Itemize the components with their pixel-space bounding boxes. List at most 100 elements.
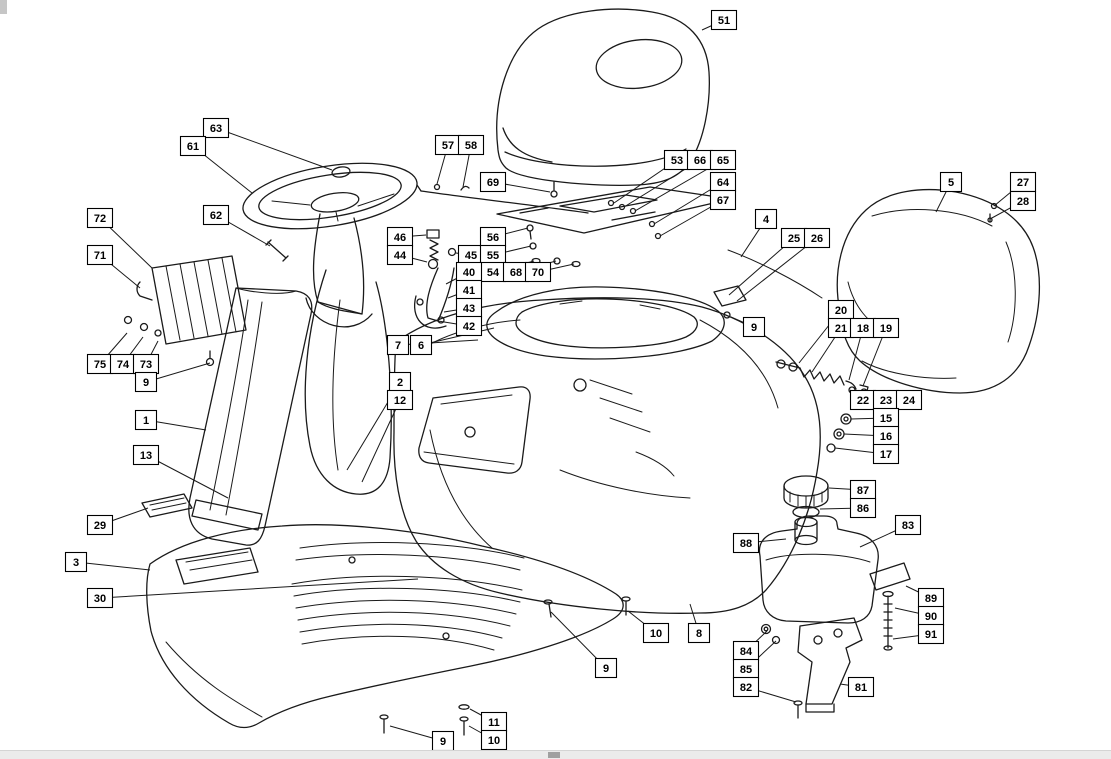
callout-29: 29 (86, 514, 114, 536)
callout-box-13 (132, 444, 160, 466)
callout-number-41: 41 (463, 285, 475, 297)
callout-number-69: 69 (487, 177, 499, 189)
part-pedal (141, 493, 193, 518)
callout-number-66: 66 (694, 155, 706, 167)
callout-40: 40 (455, 261, 483, 283)
callout-number-9: 9 (143, 377, 149, 389)
callout-box-26 (803, 227, 831, 249)
callout-number-61: 61 (187, 141, 199, 153)
callout-66: 66 (686, 149, 714, 171)
callout-number-88: 88 (740, 538, 752, 550)
callout-22: 22 (849, 389, 877, 411)
callout-box-71 (86, 244, 114, 266)
callout-9: 9 (594, 657, 618, 679)
callout-45: 45 (457, 244, 485, 266)
callout-number-44: 44 (394, 250, 407, 262)
callout-number-9: 9 (440, 736, 446, 748)
callout-62: 62 (202, 204, 230, 226)
part-console (304, 269, 392, 495)
part-fuel-tank (758, 515, 879, 624)
part-steering-column (305, 213, 373, 328)
callout-number-4: 4 (763, 214, 770, 226)
callout-number-91: 91 (925, 629, 937, 641)
callout-85: 85 (732, 658, 760, 680)
callout-box-9 (134, 371, 158, 393)
callout-number-5: 5 (948, 177, 954, 189)
callout-box-44 (386, 244, 414, 266)
callout-8: 8 (687, 622, 711, 644)
part-latch (713, 285, 747, 319)
callout-73: 73 (132, 353, 160, 375)
callout-number-43: 43 (463, 303, 475, 315)
callout-55: 55 (479, 244, 507, 266)
callout-box-10 (480, 729, 508, 751)
callout-2: 2 (388, 371, 412, 393)
callout-42: 42 (455, 315, 483, 337)
callout-number-28: 28 (1017, 196, 1029, 208)
callout-83: 83 (894, 514, 922, 536)
callout-box-6 (409, 334, 433, 356)
callout-41: 41 (455, 279, 483, 301)
callout-number-10: 10 (488, 735, 500, 747)
callout-box-30 (86, 587, 114, 609)
part-tank-bracket (797, 617, 863, 713)
callout-box-12 (386, 389, 414, 411)
callout-5: 5 (939, 171, 963, 193)
callout-6: 6 (409, 334, 433, 356)
callout-16: 16 (872, 425, 900, 447)
callout-7: 7 (386, 334, 410, 356)
callout-box-28 (1009, 190, 1037, 212)
callout-number-63: 63 (210, 123, 222, 135)
callout-number-64: 64 (717, 177, 730, 189)
callout-67: 67 (709, 189, 737, 211)
callout-number-17: 17 (880, 449, 892, 461)
callout-72: 72 (86, 207, 114, 229)
callout-box-65 (709, 149, 737, 171)
leader-line-30 (99, 578, 419, 599)
callout-box-7 (386, 334, 410, 356)
part-lever-assembly (414, 229, 457, 329)
callout-number-89: 89 (925, 593, 937, 605)
callout-51: 51 (710, 9, 738, 31)
callout-number-13: 13 (140, 450, 152, 462)
callout-44: 44 (386, 244, 414, 266)
callout-number-12: 12 (394, 395, 406, 407)
callout-89: 89 (917, 587, 945, 609)
callout-68: 68 (502, 261, 530, 283)
callout-number-11: 11 (488, 717, 500, 729)
callout-box-5 (939, 171, 963, 193)
callout-number-22: 22 (857, 395, 869, 407)
callout-27: 27 (1009, 171, 1037, 193)
callout-number-51: 51 (718, 15, 730, 27)
callout-box-4 (754, 208, 778, 230)
callout-number-15: 15 (880, 413, 892, 425)
callout-18: 18 (849, 317, 877, 339)
leader-line-13 (145, 454, 229, 499)
callout-81: 81 (847, 676, 875, 698)
callout-74: 74 (109, 353, 137, 375)
callout-number-53: 53 (671, 155, 683, 167)
callout-number-71: 71 (94, 250, 106, 262)
callout-9: 9 (134, 371, 158, 393)
callout-box-17 (872, 443, 900, 465)
callout-number-46: 46 (394, 232, 406, 244)
callout-75: 75 (86, 353, 114, 375)
callout-number-82: 82 (740, 682, 752, 694)
callout-box-1 (134, 409, 158, 431)
callout-11: 11 (480, 711, 508, 733)
callout-3: 3 (64, 551, 88, 573)
callout-number-2: 2 (397, 377, 403, 389)
callout-61: 61 (179, 135, 207, 157)
callout-box-91 (917, 623, 945, 645)
callout-number-81: 81 (855, 682, 867, 694)
callout-71: 71 (86, 244, 114, 266)
part-washers (826, 413, 852, 453)
part-shaft-62 (265, 239, 289, 262)
callout-number-67: 67 (717, 195, 729, 207)
callout-12: 12 (386, 389, 414, 411)
callout-56: 56 (479, 226, 507, 248)
callout-15: 15 (872, 407, 900, 429)
callout-28: 28 (1009, 190, 1037, 212)
